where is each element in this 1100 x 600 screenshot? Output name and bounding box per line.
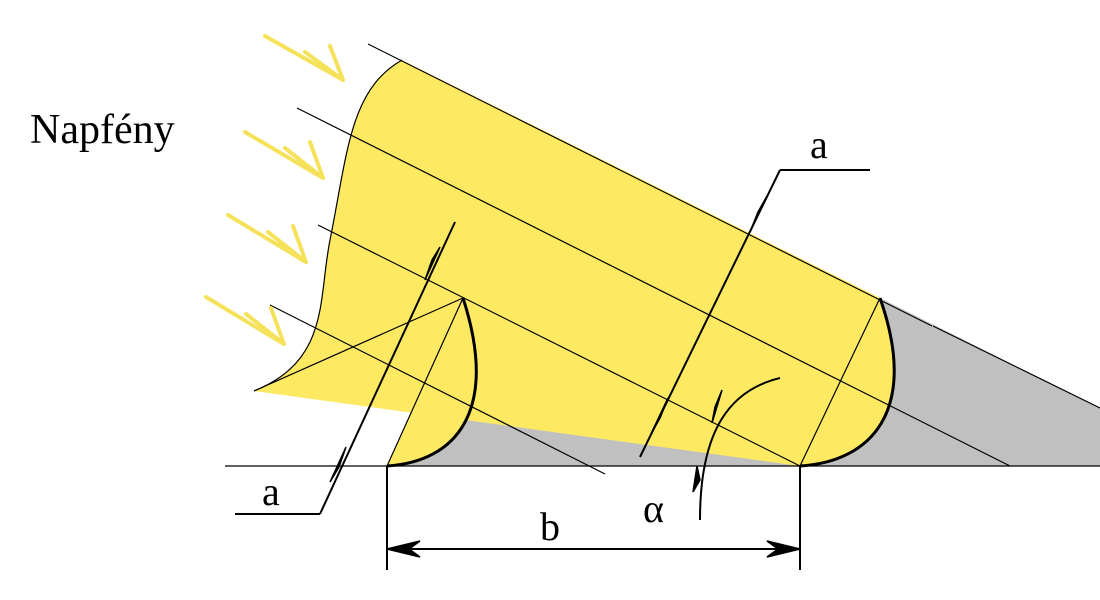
panel-2-chord (799, 297, 881, 467)
panel-2-lens (800, 298, 895, 466)
sunlight-arrow-icon (303, 44, 345, 82)
ray-line-5 (269, 304, 606, 475)
dimension-b-arrow-left (386, 540, 421, 558)
angle-alpha-label: α (643, 486, 664, 531)
panel-1-chord (386, 297, 464, 467)
dimension-a-right-arrow-bottom (650, 397, 669, 435)
shadow-area-2 (800, 298, 1100, 466)
dimension-b-label: b (540, 504, 560, 549)
sunlight-arrows (204, 34, 345, 346)
dimension-a-top-label: a (810, 122, 828, 167)
angle-alpha-arc (699, 377, 781, 521)
panel-2-edge (799, 297, 896, 468)
dimension-a-left-line (319, 221, 456, 515)
dimension-b-arrow-right (766, 540, 801, 558)
ray-line-1 (367, 43, 933, 327)
ray-line-6 (253, 297, 464, 392)
sunlight-arrow-icon (243, 130, 325, 180)
dimension-a-left-arrow-bottom (329, 446, 347, 483)
sunlight-label: Napfény (30, 107, 175, 153)
sunlight-arrow-icon (244, 306, 286, 346)
ray-line-4 (317, 224, 801, 467)
panel-1-edge (386, 297, 478, 468)
sunlight-arrow-icon (266, 224, 308, 264)
angle-alpha-arrow-bottom (692, 465, 701, 493)
sun-beam (254, 60, 895, 466)
ray-line-3 (296, 107, 1011, 467)
angle-alpha-arrow-top (711, 389, 723, 424)
sun-beam-outline (253, 59, 403, 392)
ray-line-2 (932, 325, 1100, 409)
panel-1-lens (387, 298, 477, 466)
dimension-a-bottom-label: a (262, 469, 280, 514)
dimension-a-right-arrow-top (749, 195, 768, 233)
sunlight-arrow-icon (283, 140, 325, 180)
dimension-a-left-arrow-top (424, 246, 441, 281)
